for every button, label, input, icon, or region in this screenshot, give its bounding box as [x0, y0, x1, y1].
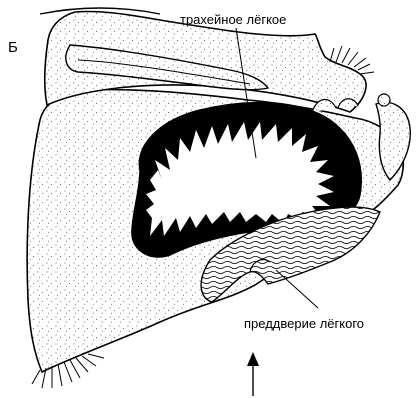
- label-lung-vestibule: преддверие лёгкого: [244, 316, 364, 331]
- right-knob: [378, 94, 390, 106]
- label-bottom-leader: [276, 270, 318, 308]
- up-arrow: [247, 352, 259, 396]
- panel-letter: Б: [8, 39, 18, 56]
- label-tracheal-lung: трахейное лёгкое: [180, 12, 286, 27]
